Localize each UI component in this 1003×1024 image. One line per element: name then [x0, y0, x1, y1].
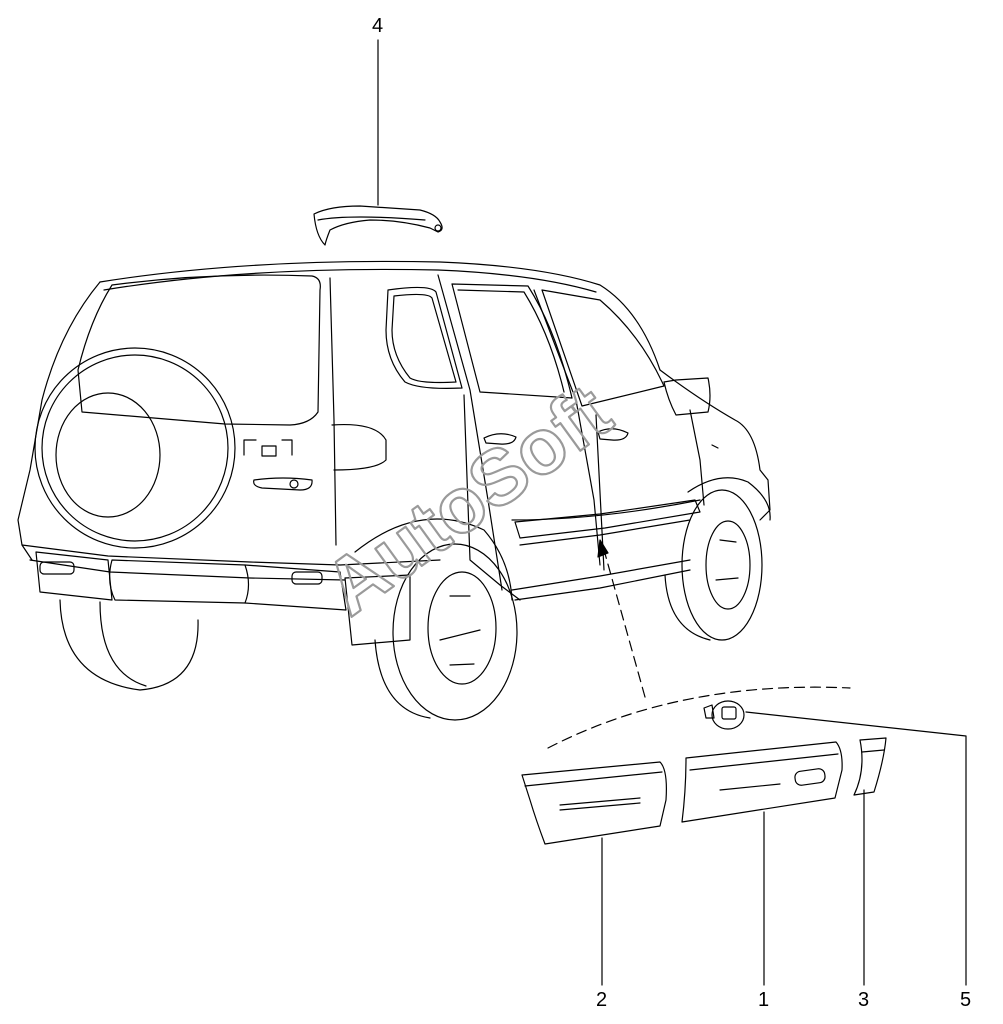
vehicle-outline [17, 260, 771, 646]
part-1-front-moulding [681, 741, 843, 823]
rear-right-wheel [374, 543, 518, 721]
callout-5: 5 [960, 989, 971, 1011]
part-4-roof-spoiler [313, 205, 443, 246]
callout-3: 3 [858, 989, 869, 1011]
part-2-rear-moulding [521, 761, 667, 845]
part-5-clip [703, 700, 745, 730]
watermark-text: AutoSoft [308, 367, 626, 632]
arrow-head-icon [597, 539, 609, 558]
front-right-wheel [664, 489, 763, 641]
callout-1: 1 [758, 989, 769, 1011]
assembly-indicator [547, 549, 851, 749]
callout-4: 4 [372, 15, 383, 37]
rear-left-wheel [59, 599, 199, 691]
part-3-fender-moulding [853, 737, 887, 796]
leader-lines [377, 39, 967, 986]
spare-wheel [34, 347, 236, 549]
callout-2: 2 [596, 989, 607, 1011]
